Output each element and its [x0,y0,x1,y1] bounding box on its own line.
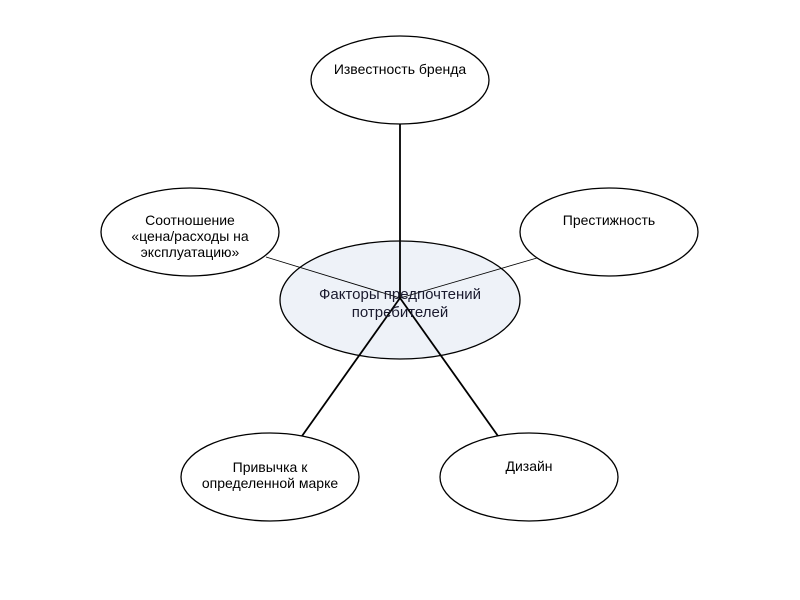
node-label-center: Факторы предпочтений потребителей [318,286,482,321]
node-ellipse-brand [310,35,490,125]
node-ellipse-prestige [519,187,699,277]
node-ellipse-price [100,187,280,277]
node-label-prestige: Престижность [562,212,656,228]
edges-layer [265,124,538,437]
edge-center-habit [301,297,401,437]
node-ellipse-habit [180,432,360,522]
edge-center-design [399,297,499,437]
edge-center-price [265,256,401,299]
node-label-design: Дизайн [505,458,553,474]
nodes-layer [100,35,699,522]
node-label-habit: Привычка к определенной марке [201,459,339,491]
node-label-price: Соотношение «цена/расходы на эксплуатаци… [131,212,249,260]
edge-center-prestige [399,257,538,299]
node-label-brand: Известность бренда [333,61,467,77]
node-ellipse-design [439,432,619,522]
